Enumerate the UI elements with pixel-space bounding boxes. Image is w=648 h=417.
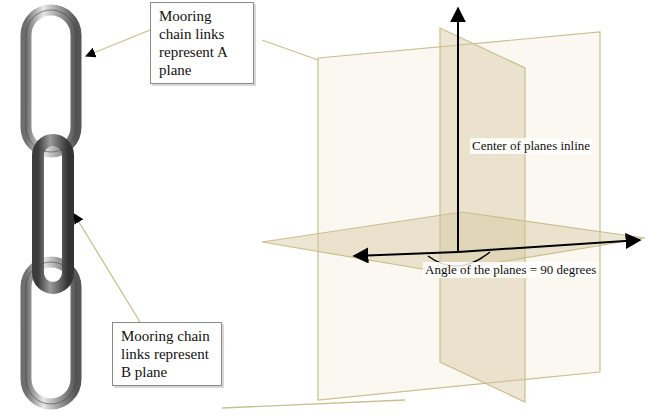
callout-box: Mooring chain links represent A plane — [150, 2, 254, 84]
plane-label: Center of planes inline — [470, 138, 592, 154]
planes — [262, 28, 645, 402]
axes — [354, 8, 640, 266]
callout-box: Mooring chain links represent B plane — [112, 322, 222, 386]
angle-label: Angle of the planes = 90 degrees — [423, 262, 598, 278]
callout-text: Mooring chain links represent A plane — [159, 7, 245, 79]
mooring-chain — [26, 10, 76, 404]
leader-lines — [74, 30, 405, 408]
callout-text: Mooring chain links represent B plane — [121, 327, 213, 381]
